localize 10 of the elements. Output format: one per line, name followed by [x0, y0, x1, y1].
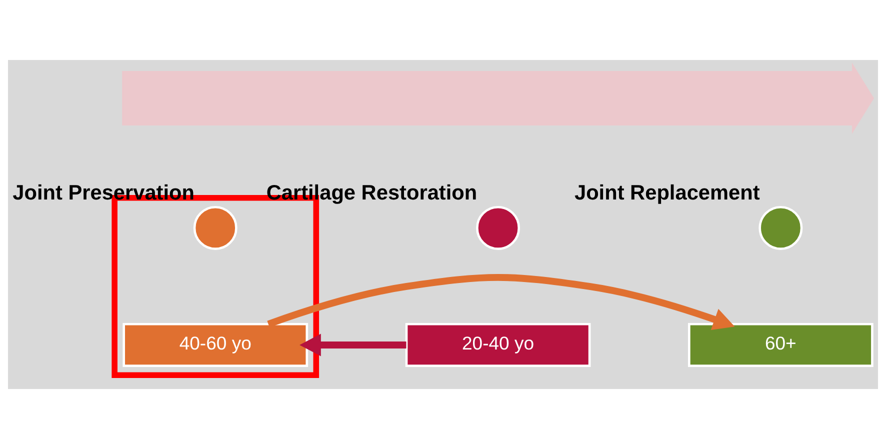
- arrow: [267, 274, 735, 330]
- node-circle: [193, 205, 238, 250]
- node-box: 20-40 yo: [405, 322, 591, 366]
- arrow: [300, 333, 406, 356]
- node-circle: [758, 205, 803, 250]
- node-box: 60+: [688, 322, 874, 366]
- node-circle: [476, 205, 520, 250]
- node-label: Joint Replacement: [574, 180, 760, 204]
- node-box: 40-60 yo: [122, 322, 308, 366]
- node-label: Cartilage Restoration: [266, 180, 478, 204]
